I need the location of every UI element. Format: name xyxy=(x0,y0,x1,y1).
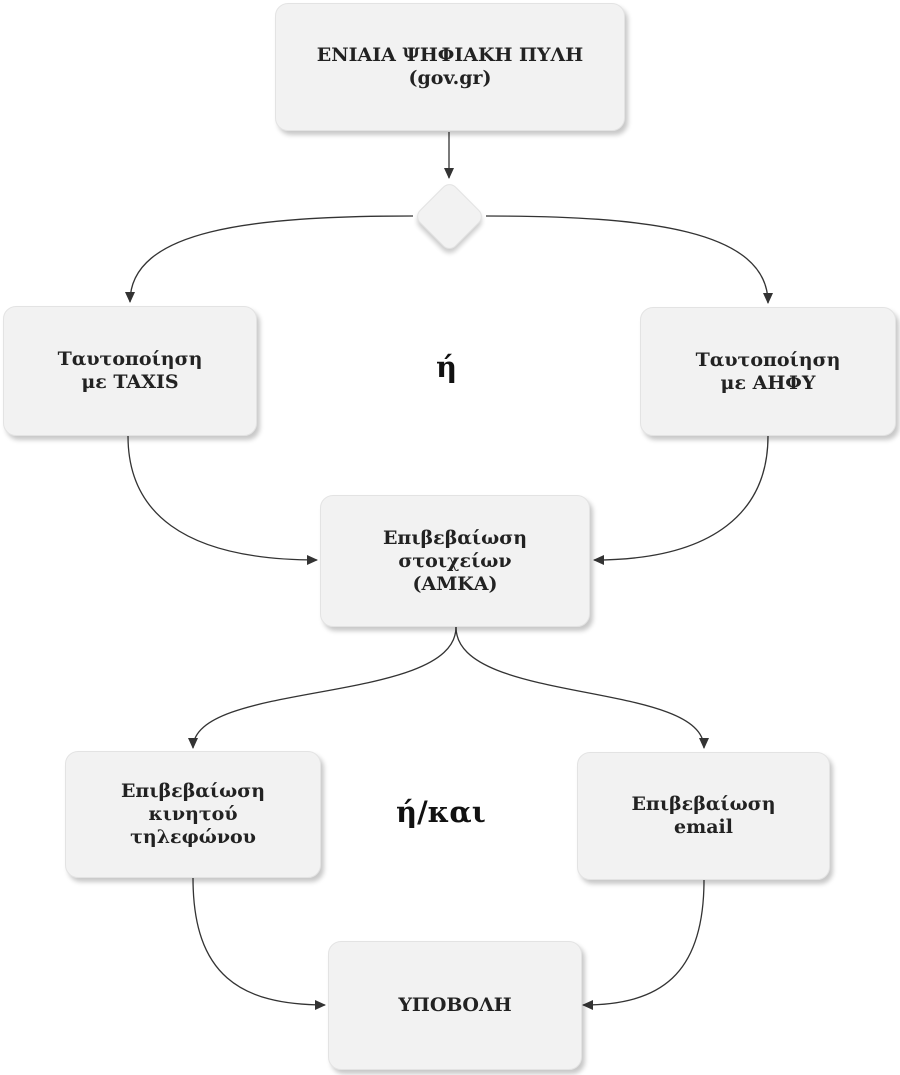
node-submit-label: ΥΠΟΒΟΛΗ xyxy=(398,994,512,1016)
edge-mobile-to-submit xyxy=(192,877,326,1010)
node-taxis: Ταυτοποίηση με TAXIS xyxy=(3,306,257,436)
node-amka: Επιβεβαίωση στοιχείων (ΑΜΚΑ) xyxy=(320,495,590,627)
edge-taxis-to-amka xyxy=(127,435,318,565)
node-ahfy-label: Ταυτοποίηση με ΑΗΦΥ xyxy=(695,348,841,394)
edge-amka-to-mobile xyxy=(188,626,457,749)
connector-or: ή xyxy=(436,350,458,384)
node-mobile: Επιβεβαίωση κινητού τηλεφώνου xyxy=(65,751,321,878)
node-email-label: Επιβεβαίωση email xyxy=(631,793,776,838)
node-taxis-label: Ταυτοποίηση με TAXIS xyxy=(57,348,203,393)
edge-decision-to-taxis xyxy=(125,215,414,303)
edge-email-to-submit xyxy=(582,879,705,1010)
node-portal: ΕΝΙΑΙΑ ΨΗΦΙΑΚΗ ΠΥΛΗ (gov.gr) xyxy=(275,3,625,131)
node-ahfy: Ταυτοποίηση με ΑΗΦΥ xyxy=(640,307,896,436)
edge-ahfy-to-amka xyxy=(593,435,769,565)
node-submit: ΥΠΟΒΟΛΗ xyxy=(328,941,582,1070)
node-email: Επιβεβαίωση email xyxy=(577,752,830,880)
edge-decision-to-ahfy xyxy=(485,215,773,304)
node-mobile-label: Επιβεβαίωση κινητού τηλεφώνου xyxy=(120,780,266,848)
connector-and-or: ή/και xyxy=(396,795,486,829)
node-amka-label: Επιβεβαίωση στοιχείων (ΑΜΚΑ) xyxy=(382,526,528,595)
edge-amka-to-email xyxy=(455,626,709,749)
node-portal-label: ΕΝΙΑΙΑ ΨΗΦΙΑΚΗ ΠΥΛΗ (gov.gr) xyxy=(316,44,584,89)
